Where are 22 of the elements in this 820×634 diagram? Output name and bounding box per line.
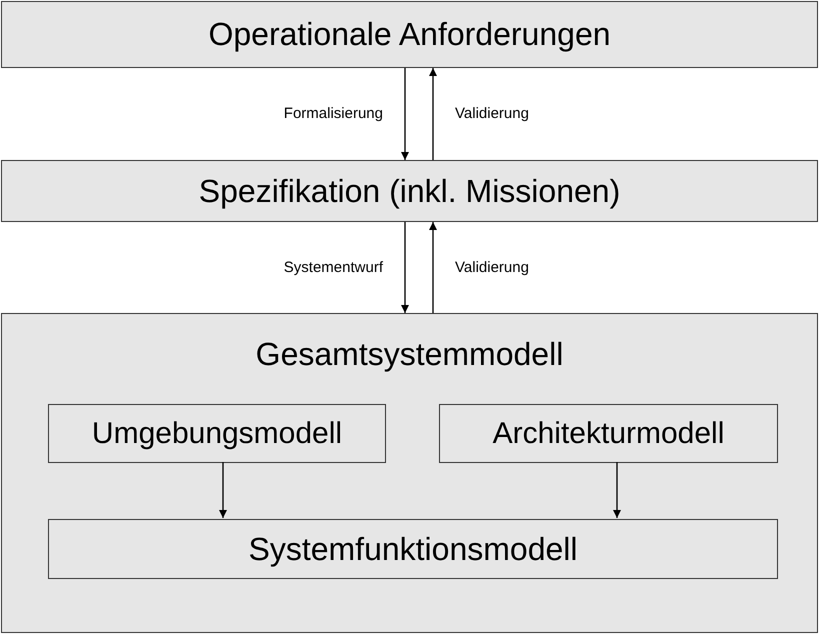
process-box	[48, 519, 778, 579]
box-title: Architekturmodell	[492, 416, 724, 450]
edge-label: Validierung	[455, 258, 529, 276]
arrow	[219, 462, 227, 518]
arrow	[429, 222, 437, 313]
process-box	[1, 160, 818, 222]
edge-label: Systementwurf	[284, 258, 383, 276]
arrow	[401, 68, 409, 160]
box-title: Spezifikation (inkl. Missionen)	[198, 172, 620, 210]
process-box	[48, 404, 386, 463]
box-title: Operationale Anforderungen	[208, 16, 611, 53]
box-title: Gesamtsystemmodell	[256, 336, 564, 373]
edge-label: Validierung	[455, 105, 529, 122]
process-box	[439, 404, 778, 463]
process-box	[1, 313, 818, 633]
arrow	[613, 462, 621, 518]
arrow	[401, 222, 409, 313]
box-title: Umgebungsmodell	[92, 416, 342, 450]
edge-label: Formalisierung	[284, 105, 383, 122]
box-title: Systemfunktionsmodell	[248, 530, 578, 568]
arrow	[429, 68, 437, 160]
process-box	[1, 1, 818, 68]
